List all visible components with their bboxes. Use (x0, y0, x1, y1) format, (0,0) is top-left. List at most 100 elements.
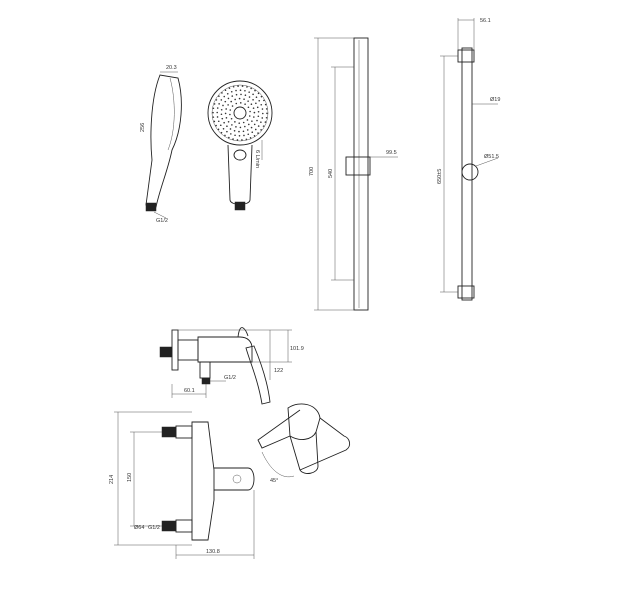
nozzle-dot (253, 134, 256, 137)
nozzle-dot (266, 112, 268, 115)
nozzle-dot (244, 94, 247, 97)
nozzle-dot (265, 116, 268, 119)
nozzle-dot (253, 111, 256, 114)
nozzle-dot (261, 108, 264, 110)
nozzle-dot (262, 125, 265, 127)
nozzle-dot (217, 128, 220, 131)
mixer-lever-side (245, 345, 271, 405)
label-lever-angle: 45° (270, 478, 278, 484)
nozzle-dot (230, 133, 232, 135)
dim-rail-bar: 540 (328, 169, 334, 178)
nozzle-dot (235, 102, 238, 105)
nozzle-dot (227, 97, 230, 100)
nozzle-dot (234, 134, 236, 137)
dim-front-total: 214 (109, 475, 115, 484)
nozzle-dot (238, 134, 241, 137)
nozzle-dot (252, 98, 254, 101)
nozzle-dot (230, 100, 233, 103)
nozzle-dot (254, 128, 257, 131)
nozzle-dot (256, 106, 259, 109)
nozzle-dot (261, 112, 264, 115)
dim-handshower-top: 20.3 (166, 65, 177, 71)
nozzle-dot (239, 102, 242, 104)
nozzle-dot (234, 98, 236, 101)
nozzle-dot (228, 136, 230, 139)
nozzle-dot (264, 121, 267, 123)
nozzle-dot (233, 129, 236, 132)
nozzle-dot (239, 89, 242, 92)
nozzle-dot (255, 96, 258, 99)
nozzle-dot (215, 99, 218, 101)
nozzle-dot (248, 91, 250, 93)
nozzle-dot (220, 113, 223, 116)
nozzle-dot (238, 122, 241, 124)
nozzle-dot (234, 121, 236, 123)
nozzle-dot (251, 131, 254, 134)
nozzle-dot (237, 85, 239, 87)
nozzle-dot (229, 113, 231, 116)
nozzle-dot (250, 103, 253, 106)
nozzle-dot (249, 137, 252, 139)
nozzle-dot (247, 106, 250, 109)
dim-mixer-thread: G1/2 (224, 375, 236, 381)
nozzle-dot (248, 115, 251, 117)
nozzle-dot (213, 103, 216, 105)
dim-rail-diameter: Ø19 (490, 97, 500, 103)
nozzle-dot (220, 108, 223, 111)
nozzle-dot (223, 121, 225, 124)
nozzle-dot (221, 117, 224, 120)
handshower-connector (145, 202, 157, 212)
nozzle-dot (257, 92, 260, 95)
spray-nozzles (212, 85, 268, 141)
nozzle-dot (245, 138, 248, 141)
handshower-front-view: 6 L/min (207, 80, 273, 211)
nozzle-dot (231, 124, 233, 126)
nozzle-dot (241, 85, 244, 87)
dim-front-centers: 150 (127, 473, 133, 482)
handshower-front-connector (234, 201, 246, 211)
nozzle-dot (226, 130, 228, 133)
nozzle-dot (221, 92, 223, 94)
nozzle-dot (230, 90, 233, 93)
mixer-side-view: 101.9 122 60.1 G1/2 (159, 327, 304, 405)
rail-holder (345, 156, 371, 176)
dim-handshower-thread: G1/2 (156, 218, 168, 224)
nozzle-dot (250, 87, 252, 90)
nozzle-dot (257, 125, 260, 127)
nozzle-dot (235, 93, 238, 96)
dim-front-diameter: Ø64 (134, 525, 144, 531)
nozzle-dot (212, 116, 215, 118)
nozzle-dot (242, 121, 245, 124)
nozzle-dot (240, 93, 242, 96)
dim-front-width: 130.8 (206, 549, 220, 555)
nozzle-dot (218, 95, 220, 97)
nozzle-dot (243, 134, 245, 137)
nozzle-dot (231, 95, 234, 97)
nozzle-dot (224, 134, 226, 137)
nozzle-dot (213, 120, 216, 123)
nozzle-dot (216, 107, 219, 109)
rail-front-view: 700 540 99.5 (309, 37, 398, 311)
nozzle-dot (232, 138, 234, 140)
mixer-outlet (199, 361, 211, 379)
nozzle-dot (248, 96, 251, 98)
nozzle-dot (244, 125, 246, 128)
spray-select-button (233, 149, 247, 161)
nozzle-dot (212, 107, 215, 110)
front-connector-upper (161, 426, 177, 438)
nozzle-dot (236, 139, 239, 141)
nozzle-dot (239, 126, 242, 129)
nozzle-dot (247, 123, 250, 126)
nozzle-dot (212, 111, 214, 114)
dim-rail-top: 56.1 (480, 18, 491, 24)
nozzle-dot (253, 116, 255, 118)
nozzle-dot (232, 85, 235, 88)
nozzle-dot (223, 95, 226, 98)
dim-mixer-width: 60.1 (184, 388, 195, 394)
mixer-spout-front (214, 467, 255, 491)
nozzle-dot (251, 120, 253, 122)
nozzle-dot (224, 100, 227, 103)
nozzle-dot (238, 97, 241, 100)
nozzle-dot (263, 99, 265, 102)
